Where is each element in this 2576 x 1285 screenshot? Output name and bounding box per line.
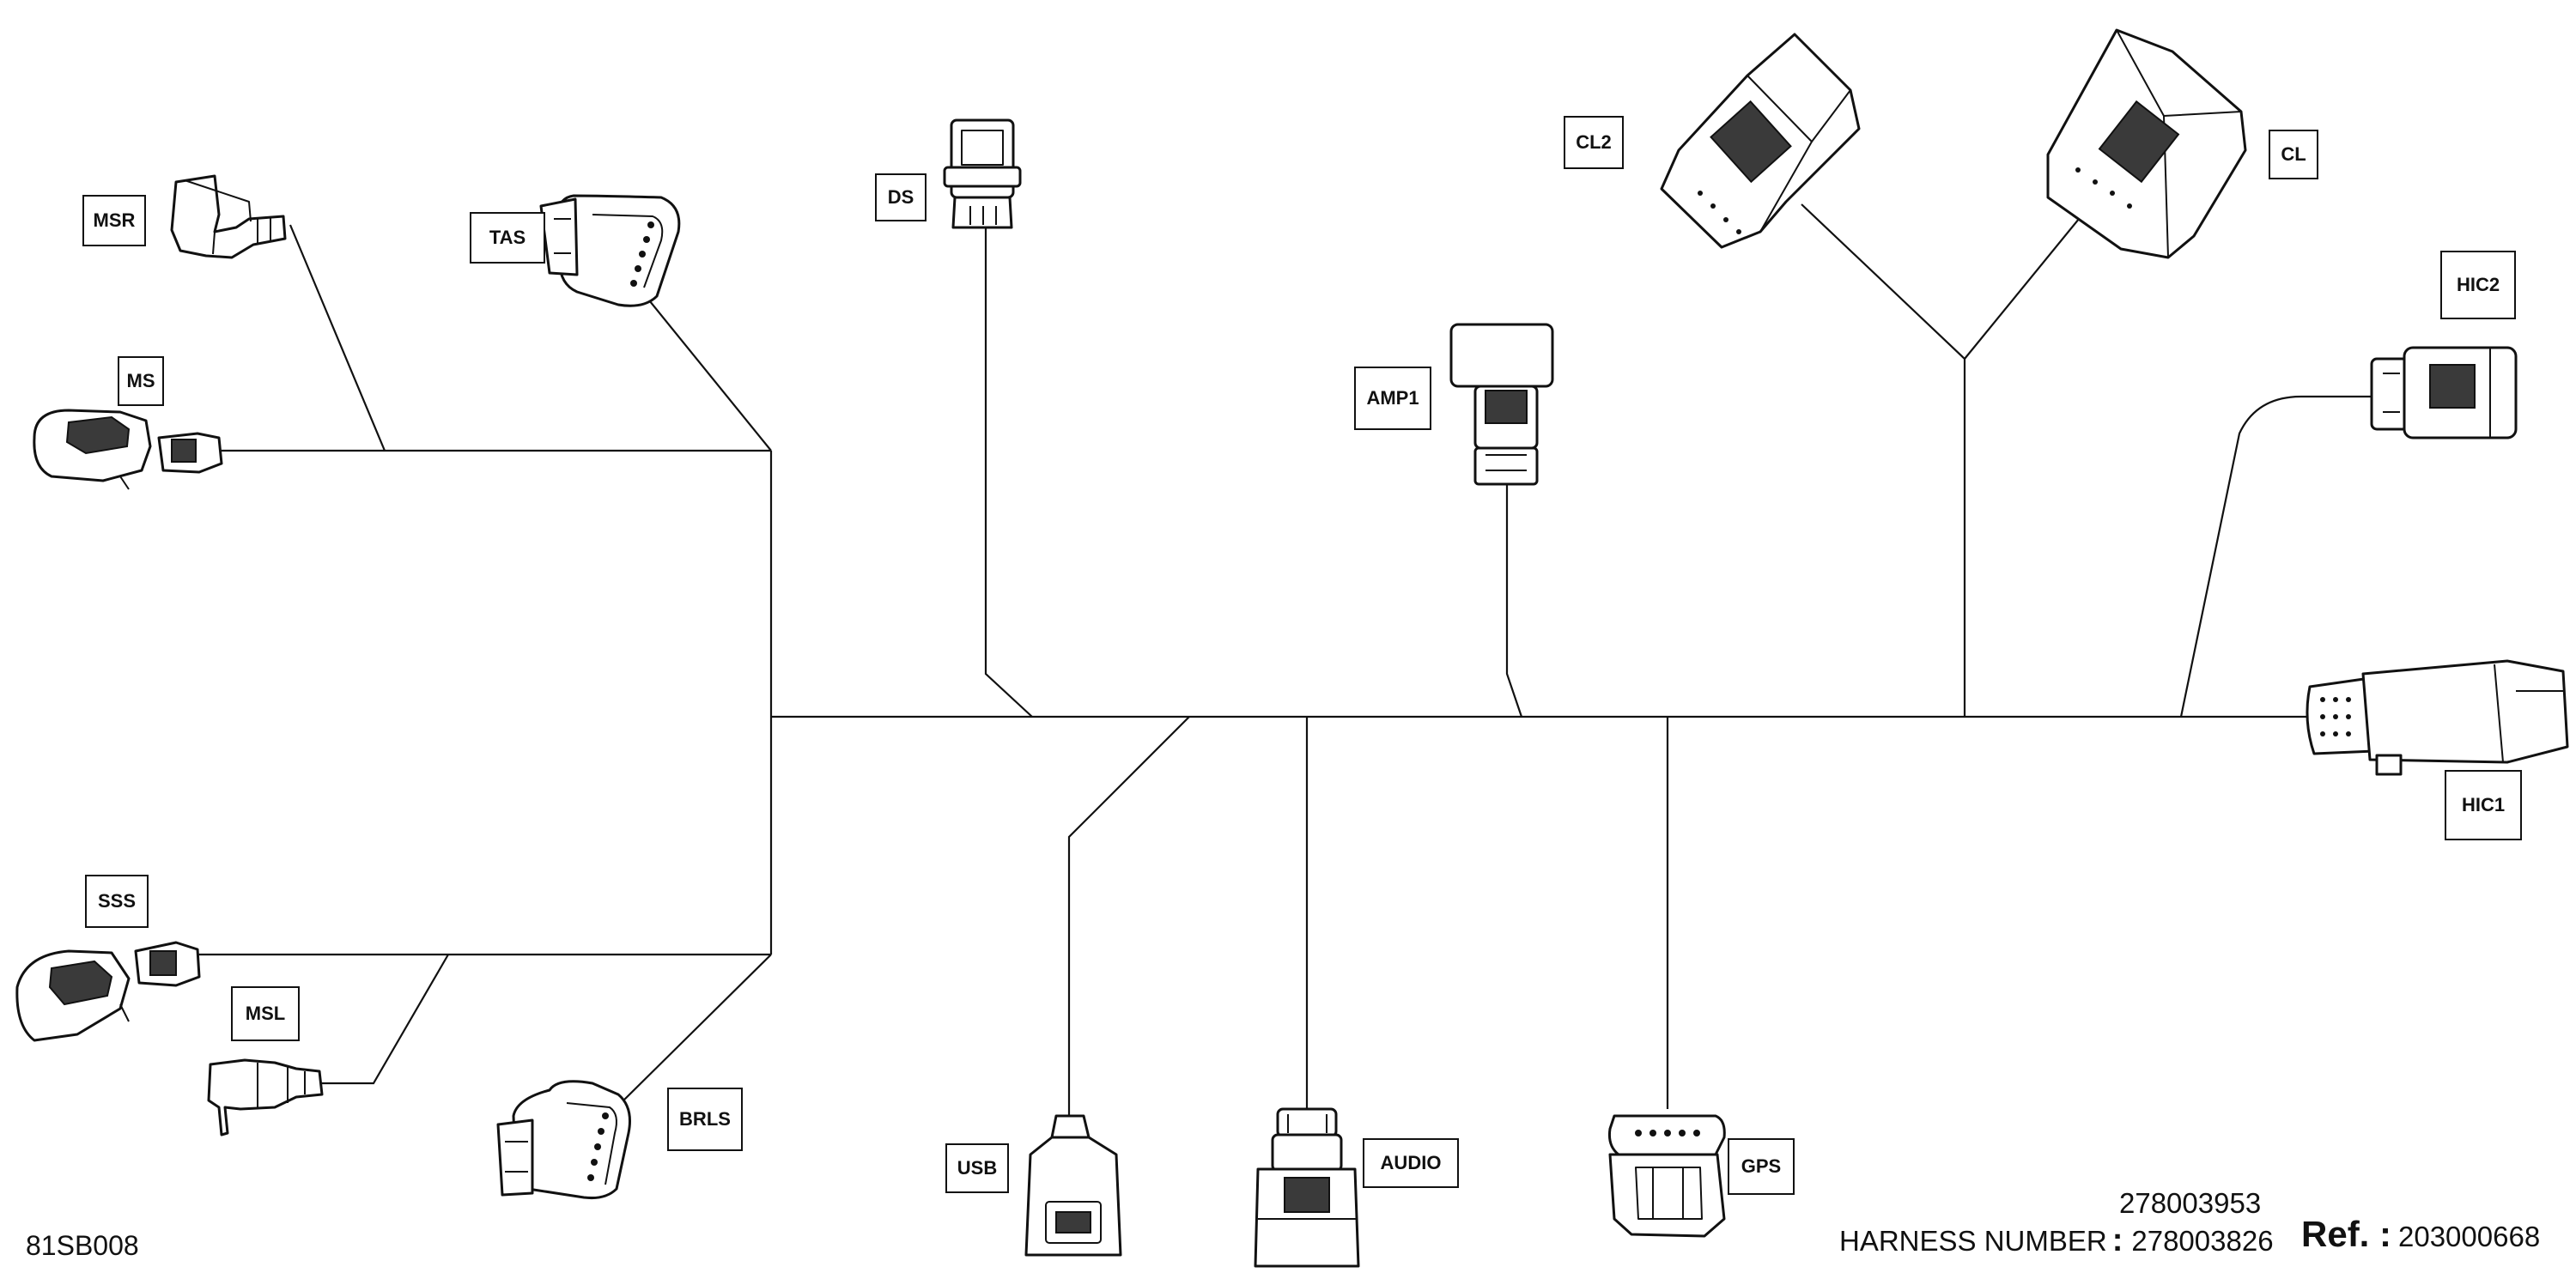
- msr-connector: [170, 174, 287, 259]
- svg-text:MSL: MSL: [246, 1003, 285, 1024]
- ref-number: 203000668: [2398, 1221, 2541, 1252]
- ds-wire: [984, 225, 1033, 718]
- svg-text:CL: CL: [2281, 143, 2306, 165]
- label-amp1: AMP1: [1354, 367, 1431, 430]
- usb-wire: [1067, 716, 1190, 1116]
- audio-connector: [1254, 1107, 1360, 1268]
- label-msr: MSR: [82, 195, 146, 246]
- harness-number-colon: :: [2111, 1222, 2123, 1258]
- msl-connector: [207, 1058, 324, 1136]
- hic2-wire: [2179, 395, 2372, 718]
- label-sss: SSS: [85, 875, 149, 928]
- label-ds: DS: [875, 173, 927, 221]
- msl-wire: [319, 954, 449, 1085]
- label-msl: MSL: [231, 986, 300, 1041]
- brls-wire: [616, 954, 772, 1108]
- svg-text:BRLS: BRLS: [679, 1108, 731, 1130]
- svg-text:DS: DS: [888, 186, 914, 208]
- svg-text:MSR: MSR: [94, 209, 136, 231]
- connector-labels: MSR MS TAS DS AMP1 CL2: [82, 116, 2522, 1195]
- tas-wire: [641, 291, 772, 452]
- harness-number-value: 278003826: [2131, 1225, 2274, 1257]
- label-usb: USB: [945, 1143, 1009, 1193]
- label-cl: CL: [2269, 130, 2318, 179]
- label-audio: AUDIO: [1363, 1138, 1459, 1188]
- ds-connector: [943, 118, 1022, 229]
- svg-text:MS: MS: [127, 370, 155, 391]
- svg-text:GPS: GPS: [1741, 1155, 1781, 1177]
- amp1-connector: [1449, 323, 1554, 486]
- harness-number-line: HARNESS NUMBER : 278003826: [1839, 1222, 2274, 1259]
- label-gps: GPS: [1728, 1138, 1795, 1195]
- label-hic1: HIC1: [2445, 770, 2522, 840]
- cl2-connector: [1660, 33, 1861, 249]
- amp1-wire: [1505, 482, 1523, 718]
- label-hic2: HIC2: [2440, 251, 2516, 319]
- svg-text:USB: USB: [957, 1157, 997, 1179]
- harness-number-alt: 278003953: [2119, 1187, 2262, 1219]
- gps-connector: [1608, 1114, 1726, 1238]
- label-tas: TAS: [470, 212, 545, 264]
- msr-wire: [289, 224, 386, 452]
- tas-connector: [539, 194, 681, 307]
- harness-number-label: HARNESS NUMBER: [1839, 1225, 2107, 1257]
- reference-line: Ref. : 203000668: [2301, 1214, 2540, 1255]
- hic1-connector: [2306, 659, 2569, 776]
- figure-code: 81SB008: [26, 1230, 139, 1261]
- ref-label: Ref. :: [2301, 1214, 2391, 1254]
- svg-text:TAS: TAS: [489, 227, 526, 248]
- label-brls: BRLS: [667, 1088, 743, 1151]
- harness-wires: [196, 190, 2372, 1116]
- svg-text:AMP1: AMP1: [1366, 387, 1419, 409]
- ms-connector: [33, 409, 223, 490]
- svg-text:HIC1: HIC1: [2462, 794, 2505, 815]
- brls-connector: [496, 1080, 631, 1199]
- sss-connector: [15, 941, 201, 1042]
- svg-text:AUDIO: AUDIO: [1381, 1152, 1442, 1173]
- cl2-wire: [1801, 203, 1965, 360]
- cl-connector: [2046, 28, 2247, 259]
- label-ms: MS: [118, 356, 164, 406]
- hic2-connector: [2370, 346, 2518, 439]
- svg-text:HIC2: HIC2: [2457, 274, 2500, 295]
- label-cl2: CL2: [1564, 116, 1624, 169]
- svg-text:CL2: CL2: [1576, 131, 1612, 153]
- usb-connector: [1024, 1114, 1122, 1257]
- svg-text:SSS: SSS: [98, 890, 136, 912]
